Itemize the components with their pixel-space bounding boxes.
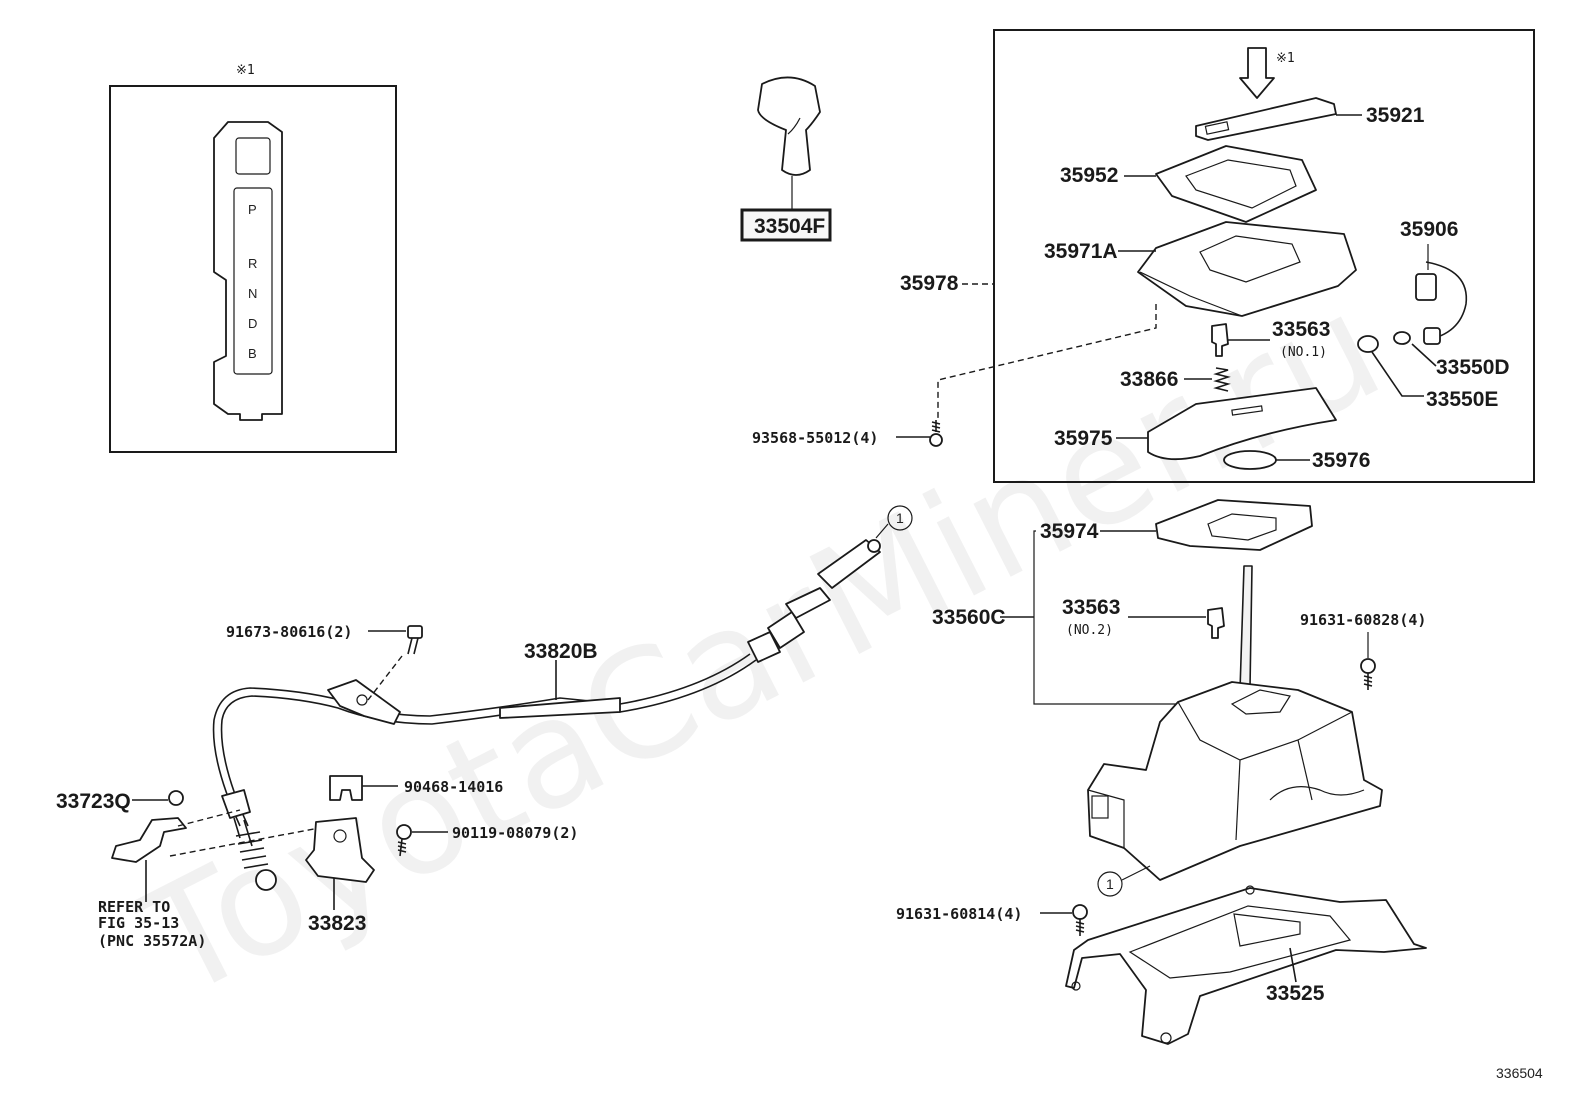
circle-ref-upper — [887, 505, 913, 531]
label-no1: (NO.1) — [1280, 345, 1327, 360]
part-33820B-cable — [212, 539, 881, 891]
label-33866: 33866 — [1120, 368, 1178, 391]
label-33723Q: 33723Q — [56, 790, 131, 813]
part-35976 — [1223, 450, 1277, 470]
label-33820B: 33820B — [524, 640, 598, 663]
label-35952: 35952 — [1060, 164, 1118, 187]
inset-note-mark: ※1 — [236, 63, 255, 78]
label-no2: (NO.2) — [1066, 623, 1113, 638]
bracket-refer-fig — [111, 817, 187, 863]
bolt-90119-08079 — [396, 824, 412, 857]
shift-letter-r: R — [248, 256, 257, 271]
label-33525: 33525 — [1266, 982, 1325, 1005]
figure-id: 336504 — [1496, 1065, 1543, 1081]
label-35921: 35921 — [1366, 104, 1425, 127]
label-33563-no1: 33563 — [1272, 318, 1330, 341]
label-91631-60828: 91631-60828(4) — [1300, 611, 1426, 629]
label-33550E: 33550E — [1426, 388, 1498, 411]
part-33563-no1 — [1211, 323, 1229, 357]
part-35975 — [1147, 387, 1337, 461]
part-33525 — [1065, 887, 1427, 1045]
part-33560C-housing — [1087, 681, 1383, 881]
inset-frame — [109, 85, 397, 453]
shift-lever-rod — [1239, 565, 1259, 703]
shift-letter-p: P — [248, 202, 257, 217]
label-91631-60814: 91631-60814(4) — [896, 905, 1022, 923]
label-35906: 35906 — [1400, 218, 1458, 241]
part-35906 — [1415, 261, 1468, 345]
part-35971A — [1137, 221, 1357, 317]
part-33866 — [1213, 367, 1231, 392]
label-35974: 35974 — [1040, 520, 1099, 543]
part-33550E — [1357, 335, 1379, 353]
part-35921 — [1195, 97, 1337, 141]
shift-letter-n: N — [248, 286, 257, 301]
bolt-91631-60828 — [1360, 658, 1376, 690]
indicator-slot — [233, 187, 273, 375]
bolt-91631-60814 — [1072, 904, 1088, 936]
part-35952 — [1155, 145, 1317, 223]
label-33823: 33823 — [308, 912, 366, 935]
refer-note-line2: FIG 35-13 — [98, 914, 179, 932]
nut-33723Q — [168, 790, 184, 806]
callout-mark: ※1 — [1276, 51, 1295, 66]
part-33823 — [305, 817, 375, 883]
view-arrow: ※1 — [1239, 47, 1295, 99]
label-33563-no2: 33563 — [1062, 596, 1120, 619]
indicator-window — [235, 137, 271, 175]
inset-shift-indicator: ※1 P R N D B — [109, 63, 397, 453]
bolt-91673-80616 — [407, 625, 423, 655]
label-93568: 93568-55012(4) — [752, 429, 878, 447]
highlighted-part-box — [740, 208, 832, 242]
label-33504F: 33504F — [754, 215, 825, 238]
label-90119-08079: 90119-08079(2) — [452, 824, 578, 842]
clip-90468-14016 — [329, 775, 363, 801]
bezel-assembly-frame — [993, 29, 1535, 483]
circle-ref-upper-text: 1 — [896, 510, 904, 526]
label-33550D: 33550D — [1436, 356, 1510, 379]
shift-knob: 33504F — [740, 76, 832, 242]
refer-note-line3: (PNC 35572A) — [98, 932, 206, 950]
part-33563-no2 — [1207, 607, 1225, 639]
label-35976: 35976 — [1312, 449, 1370, 472]
circle-ref-lower-text: 1 — [1106, 876, 1114, 892]
label-35971A: 35971A — [1044, 240, 1118, 263]
circle-ref-lower — [1097, 871, 1123, 897]
label-35975: 35975 — [1054, 427, 1113, 450]
shift-indicator-plate — [213, 121, 283, 421]
part-35974 — [1155, 499, 1313, 551]
label-35978: 35978 — [900, 272, 959, 295]
label-91673-80616: 91673-80616(2) — [226, 623, 352, 641]
shift-letter-b: B — [248, 346, 257, 361]
screw-93568 — [929, 420, 943, 447]
part-33550D — [1393, 331, 1411, 345]
label-90468-14016: 90468-14016 — [404, 778, 503, 796]
label-33560C: 33560C — [932, 606, 1006, 629]
shift-letter-d: D — [248, 316, 257, 331]
refer-note-line1: REFER TO — [98, 898, 170, 916]
